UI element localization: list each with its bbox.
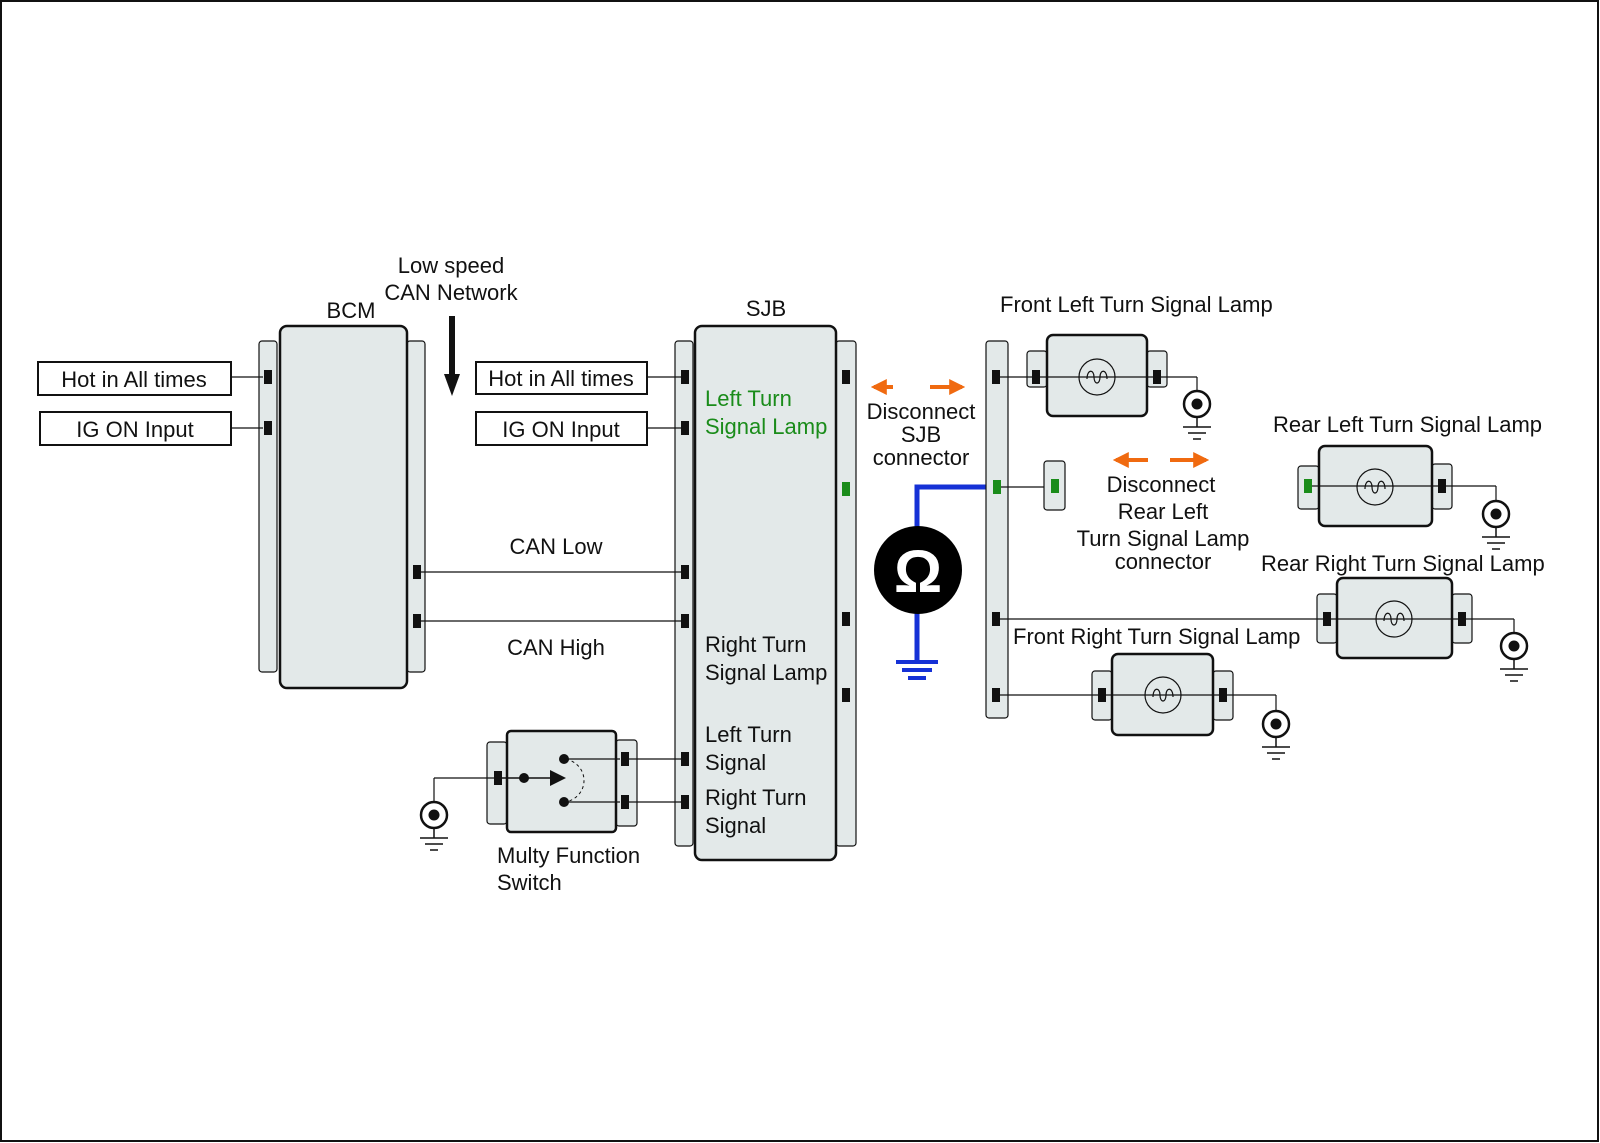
disconnect-rear-label-1: Disconnect xyxy=(1107,472,1216,497)
sjb-right-lamp-label-2: Signal Lamp xyxy=(705,660,827,685)
ground-icon xyxy=(1498,631,1530,683)
disconnect-sjb-label-2: SJB xyxy=(901,422,941,447)
sjb-label: SJB xyxy=(746,296,786,321)
sjb-left-lamp-label-2: Signal Lamp xyxy=(705,414,827,439)
sjb-pin-left-lamp xyxy=(842,370,850,384)
bcm-ig-input: IG ON Input xyxy=(39,411,272,446)
sjb-left-lamp-label-1: Left Turn xyxy=(705,386,792,411)
sjb-left-signal-label-2: Signal xyxy=(705,750,766,775)
bcm-hot-input: Hot in All times xyxy=(37,361,272,396)
can-high-wire: CAN High xyxy=(413,614,689,660)
front-right-lamp: Front Right Turn Signal Lamp xyxy=(1000,624,1300,737)
can-low-wire: CAN Low xyxy=(413,534,689,579)
front-right-lamp-label: Front Right Turn Signal Lamp xyxy=(1013,624,1300,649)
ohmmeter-icon: Ω xyxy=(874,484,996,680)
front-left-lamp-label: Front Left Turn Signal Lamp xyxy=(1000,292,1273,317)
ground-icon xyxy=(1480,499,1512,551)
sjb-pin-green xyxy=(842,482,850,496)
disconnect-sjb-label-1: Disconnect xyxy=(867,399,976,424)
can-high-label: CAN High xyxy=(507,635,605,660)
can-low-label: CAN Low xyxy=(510,534,603,559)
sjb-ig-label: IG ON Input xyxy=(502,417,619,442)
rear-left-lamp: Rear Left Turn Signal Lamp xyxy=(1273,412,1542,528)
ground-icon xyxy=(418,800,450,852)
sjb-hot-label: Hot in All times xyxy=(488,366,634,391)
sjb-ig-input: IG ON Input xyxy=(475,411,689,446)
sjb-pin-right-lamp xyxy=(842,612,850,626)
lamp-connector-strip xyxy=(985,340,1009,719)
sjb-pin-lower xyxy=(842,688,850,702)
switch-label-1: Multy Function xyxy=(497,843,640,868)
can-network-label-2: CAN Network xyxy=(384,280,518,305)
multi-function-switch xyxy=(433,729,689,834)
front-left-lamp: Front Left Turn Signal Lamp xyxy=(1000,292,1273,418)
bcm-hot-label: Hot in All times xyxy=(61,367,207,392)
sjb-left-signal-label-1: Left Turn xyxy=(705,722,792,747)
bcm-ig-label: IG ON Input xyxy=(76,417,193,442)
can-network-label-1: Low speed xyxy=(398,253,504,278)
disconnect-rear-label-3: Turn Signal Lamp xyxy=(1077,526,1250,551)
sjb-right-lamp-label-1: Right Turn xyxy=(705,632,807,657)
bcm-label: BCM xyxy=(327,298,376,323)
rear-left-lamp-label: Rear Left Turn Signal Lamp xyxy=(1273,412,1542,437)
rear-right-lamp: Rear Right Turn Signal Lamp xyxy=(1000,551,1545,660)
ground-icon xyxy=(1260,709,1292,761)
sjb-module: SJB xyxy=(674,296,857,862)
bcm-module: BCM xyxy=(258,298,426,690)
rear-right-lamp-label: Rear Right Turn Signal Lamp xyxy=(1261,551,1545,576)
disconnect-sjb-label-3: connector xyxy=(873,445,970,470)
disconnect-rear-label-4: connector xyxy=(1115,549,1212,574)
sjb-hot-input: Hot in All times xyxy=(475,361,689,395)
disconnect-rear-label-2: Rear Left xyxy=(1118,499,1209,524)
sjb-right-signal-label-1: Right Turn xyxy=(705,785,807,810)
arrow-down-icon xyxy=(444,316,460,396)
ohm-symbol: Ω xyxy=(894,538,942,605)
ground-icon xyxy=(1181,389,1213,441)
switch-label-2: Switch xyxy=(497,870,562,895)
sjb-right-signal-label-2: Signal xyxy=(705,813,766,838)
